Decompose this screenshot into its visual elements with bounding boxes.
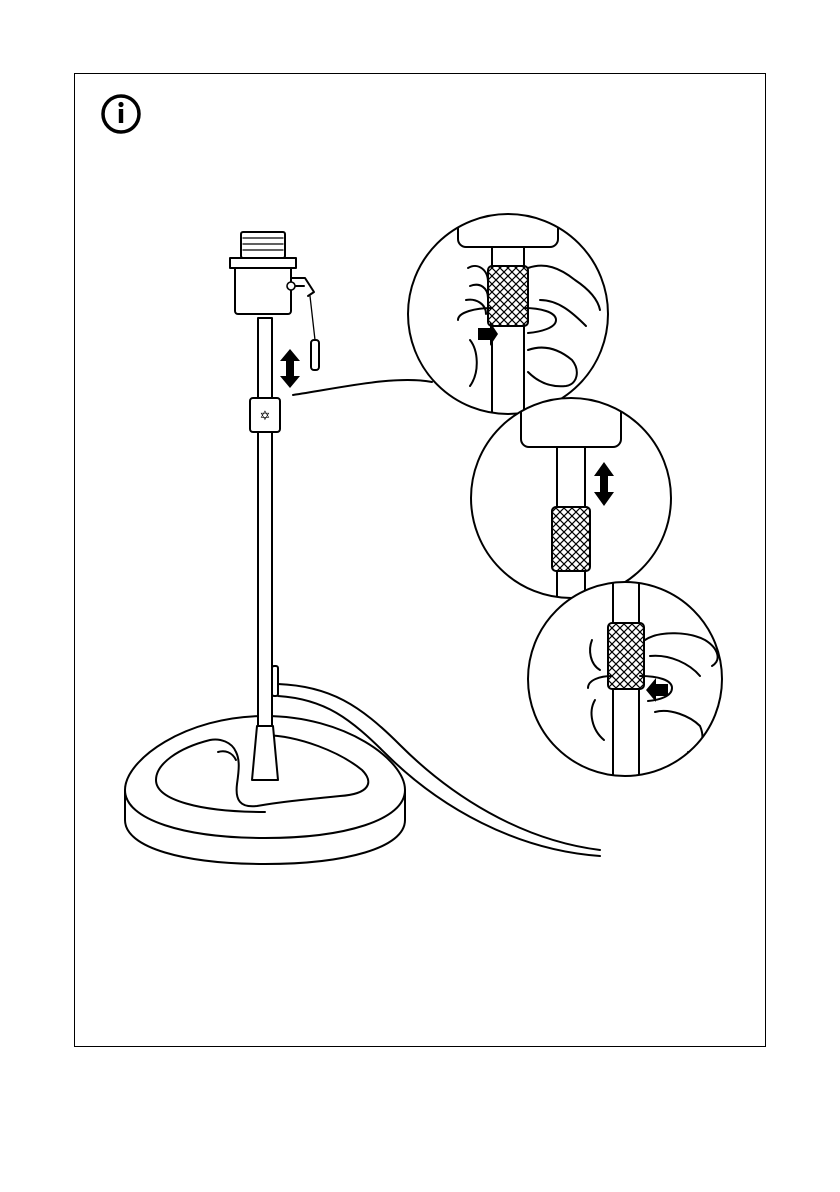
lamp-stem: ✡ [250, 318, 280, 780]
detail-adjust [471, 385, 671, 611]
callout-pointer [293, 380, 432, 395]
info-icon [103, 96, 139, 132]
knot-icon: ✡ [260, 409, 271, 424]
detail-loosen [408, 195, 608, 426]
lamp-socket [230, 232, 319, 370]
double-arrow-vertical-icon [280, 349, 300, 388]
detail-tighten [528, 575, 722, 789]
